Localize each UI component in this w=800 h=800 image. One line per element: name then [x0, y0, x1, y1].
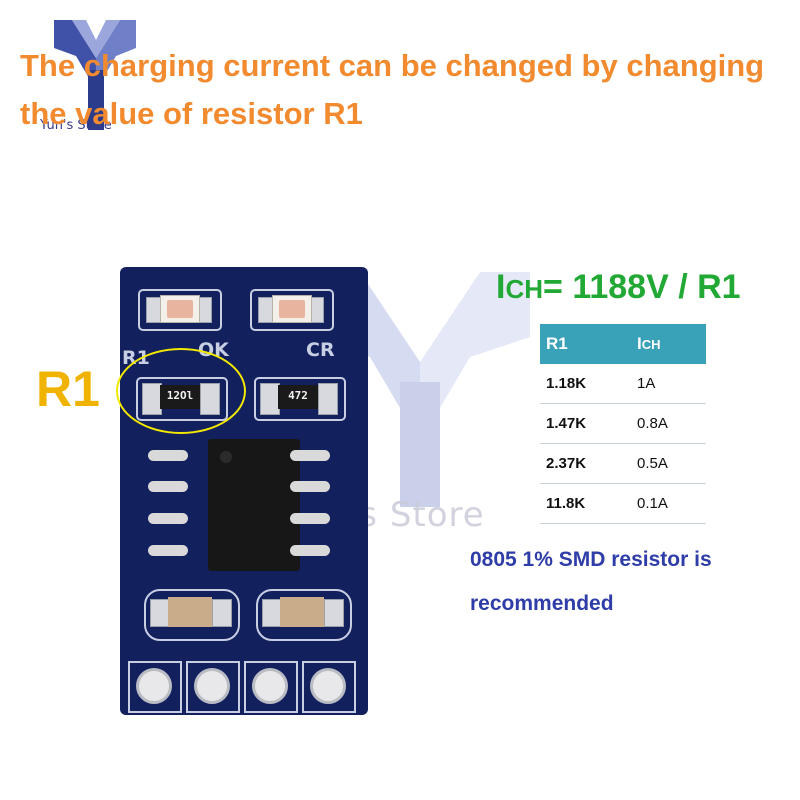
ic-pin — [148, 450, 188, 461]
charger-pcb-board: R1 OK CR 12Ol 472 — [120, 267, 368, 715]
formula-lhs: I — [496, 268, 506, 306]
header-box-2 — [186, 661, 240, 713]
table-header-row: R1 ICH — [540, 324, 706, 364]
resistor-2-pad-left — [260, 383, 280, 415]
table-row: 11.8K 0.1A — [540, 483, 706, 524]
header-pin-3 — [252, 668, 288, 704]
table-cell-r1: 11.8K — [540, 483, 632, 524]
formula-lhs-subscript: CH — [505, 274, 544, 304]
resistor-current-table: R1 ICH 1.18K 1A 1.47K 0.8A 2.37K 0.5A 11… — [540, 324, 706, 524]
capacitor-2 — [280, 597, 324, 627]
table-cell-ich: 1A — [631, 364, 706, 404]
r1-callout-label: R1 — [36, 361, 100, 417]
pin1-marker — [220, 451, 232, 463]
ic-pin — [290, 513, 330, 524]
table-cell-ich: 0.1A — [631, 483, 706, 524]
ic-pin — [290, 450, 330, 461]
headline-line-2: the value of resistor R1 — [20, 96, 363, 131]
header-box-4 — [302, 661, 356, 713]
header-pin-2 — [194, 668, 230, 704]
led-cr-outline — [250, 289, 334, 331]
led-ok — [160, 295, 200, 323]
pcb-label-cr: CR — [306, 339, 335, 361]
table-cell-ich: 0.5A — [631, 443, 706, 484]
led-ok-outline — [138, 289, 222, 331]
r1-highlight-ellipse — [116, 348, 246, 434]
table-row: 1.47K 0.8A — [540, 403, 706, 444]
table-header-ich: ICH — [631, 324, 706, 364]
capacitor-1 — [168, 597, 212, 627]
capacitor-2-outline — [256, 589, 352, 641]
ic-pin — [290, 545, 330, 556]
headline-line-1: The charging current can be changed by c… — [20, 48, 765, 83]
resistor-note-line-2: recommended — [470, 592, 614, 615]
ic-pin — [148, 545, 188, 556]
formula-rhs: 1188V / R1 — [572, 268, 741, 306]
charger-ic-chip — [208, 439, 300, 571]
led-cr — [272, 295, 312, 323]
header-box-1 — [128, 661, 182, 713]
store-name: Yun's Store — [40, 118, 112, 133]
ic-pin — [290, 481, 330, 492]
formula-equals: = — [543, 268, 563, 306]
resistor-2: 472 — [278, 385, 318, 409]
table-cell-ich: 0.8A — [631, 403, 706, 444]
table-header-r1: R1 — [540, 324, 632, 364]
ic-pin — [148, 481, 188, 492]
capacitor-1-outline — [144, 589, 240, 641]
store-logo-icon — [54, 20, 136, 130]
table-cell-r1: 2.37K — [540, 443, 632, 484]
header-pin-1 — [136, 668, 172, 704]
resistor-note-line-1: 0805 1% SMD resistor is — [470, 548, 712, 571]
table-cell-r1: 1.47K — [540, 403, 632, 444]
capacitor-1-pad-right — [212, 599, 232, 627]
header-box-3 — [244, 661, 298, 713]
capacitor-2-pad-left — [262, 599, 282, 627]
ic-pin — [148, 513, 188, 524]
resistor-2-outline — [254, 377, 346, 421]
header-pin-4 — [310, 668, 346, 704]
table-row: 1.18K 1A — [540, 364, 706, 404]
table-cell-r1: 1.18K — [540, 364, 632, 404]
capacitor-2-pad-right — [324, 599, 344, 627]
charging-current-formula: ICH= 1188V / R1 — [496, 268, 741, 307]
table-row: 2.37K 0.5A — [540, 443, 706, 484]
capacitor-1-pad-left — [150, 599, 170, 627]
resistor-2-pad-right — [318, 383, 338, 415]
